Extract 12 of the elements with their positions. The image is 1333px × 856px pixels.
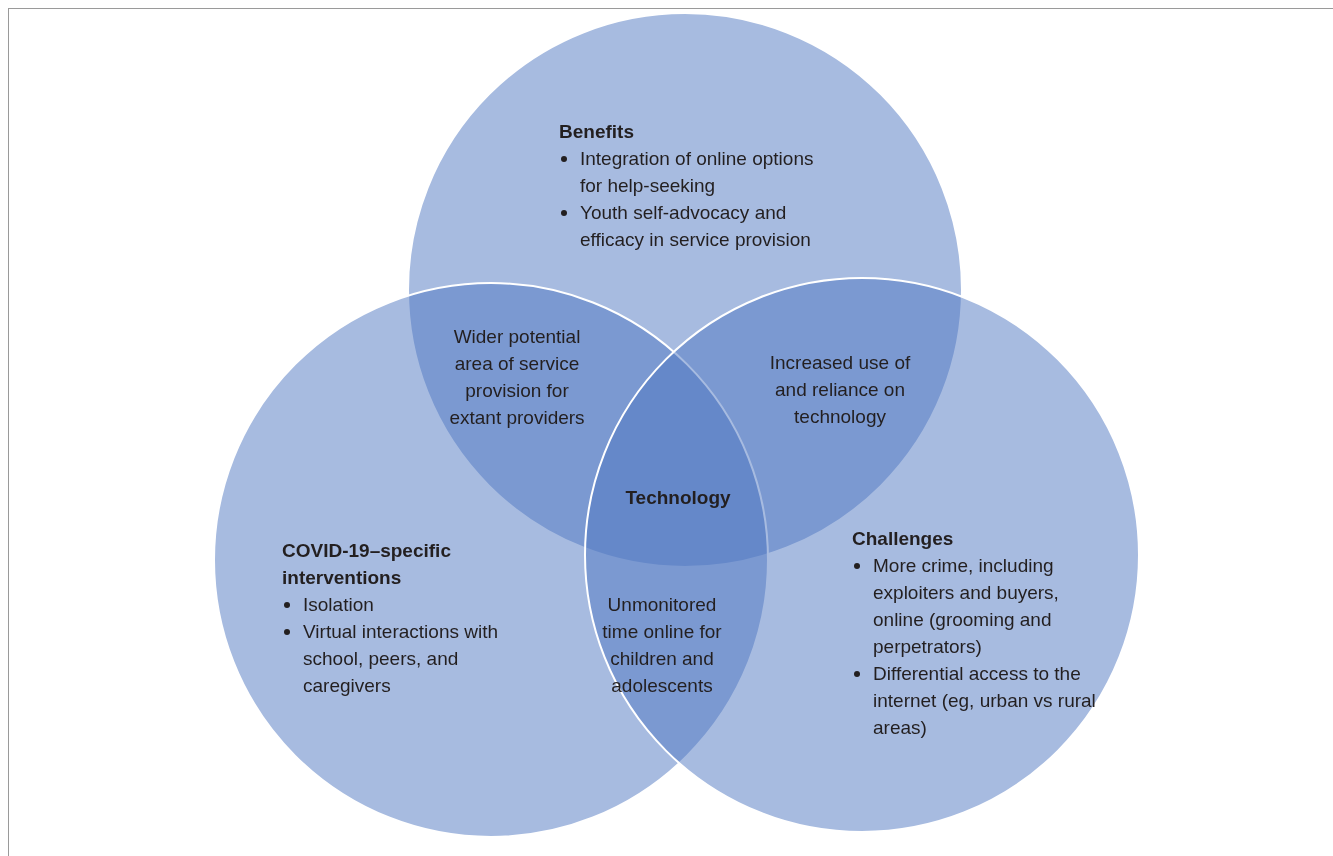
bullet-text: Differential access to the internet (eg, urban vs rural areas) xyxy=(873,663,1096,738)
bullet-text: Youth self-advocacy and efficacy in service provision xyxy=(580,202,811,250)
bullet-text: Integration of online options for help-seeking xyxy=(580,148,814,196)
overlap-label: Wider potential area of service provision for extant providers xyxy=(437,323,597,431)
center-label: Technology xyxy=(598,484,758,511)
circle-heading: COVID-19–specific interventions xyxy=(282,539,452,590)
bullet-text: Virtual interactions with school, peers, and caregivers xyxy=(303,621,499,696)
bullet-text: More crime, including exploiters and buyers, online (grooming and perpetrators) xyxy=(873,555,1059,657)
circle-heading: Benefits xyxy=(559,120,635,144)
overlap-label: Increased use of and reliance on technology xyxy=(755,349,925,430)
bullet-text: Isolation xyxy=(303,594,374,615)
circle-heading: Challenges xyxy=(852,527,955,551)
